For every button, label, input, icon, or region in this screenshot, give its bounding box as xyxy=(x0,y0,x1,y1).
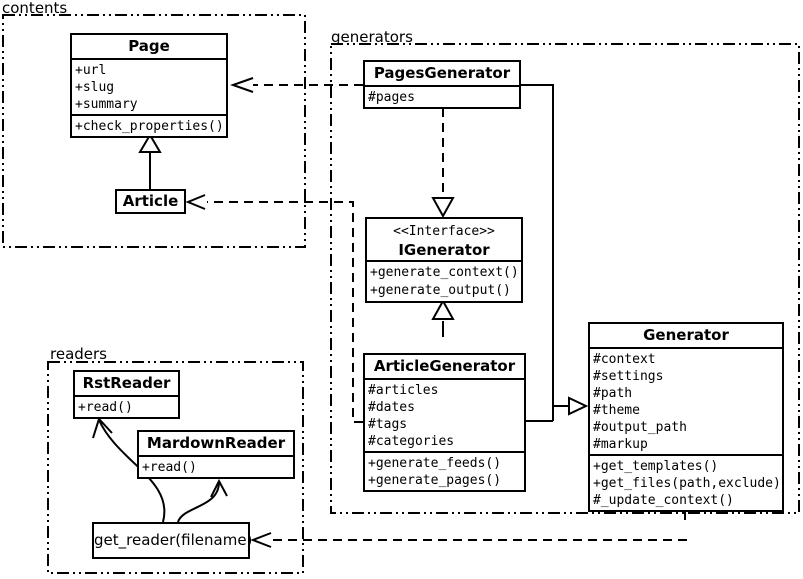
class-articlegenerator-methods: +generate_feeds() +generate_pages() xyxy=(365,451,524,490)
class-generator: Generator #context #settings #path #them… xyxy=(588,322,784,512)
class-generator-title: Generator xyxy=(643,326,729,344)
attribute: #categories xyxy=(368,434,455,449)
arrow-generators-extend-generator xyxy=(521,84,589,422)
package-readers-label: readers xyxy=(50,345,107,363)
class-rstreader-methods: +read() xyxy=(75,395,178,417)
method: +generate_pages() xyxy=(368,473,502,488)
package-generators-border xyxy=(330,43,800,514)
method: +get_templates() xyxy=(593,459,719,474)
package-generators-label: generators xyxy=(331,28,413,46)
attribute: +summary xyxy=(75,97,138,112)
class-generator-methods: +get_templates() +get_files(path,exclude… xyxy=(590,454,782,510)
method: +generate_context() xyxy=(370,265,519,280)
class-page-attributes: +url +slug +summary xyxy=(72,58,226,114)
class-page-methods: +check_properties() xyxy=(72,114,226,136)
attribute: +slug xyxy=(75,80,115,95)
class-igenerator-methods: +generate_context() +generate_output() xyxy=(367,260,521,301)
attribute: #context xyxy=(593,352,656,367)
package-contents-label: contents xyxy=(2,0,68,17)
class-igenerator-stereotype: <<Interface>> xyxy=(393,224,495,239)
class-articlegenerator: ArticleGenerator #articles #dates #tags … xyxy=(363,353,526,492)
attribute: +url xyxy=(75,63,107,78)
attribute: #markup xyxy=(593,437,648,452)
method: #_update_context() xyxy=(593,493,734,508)
attribute: #dates xyxy=(368,400,415,415)
class-article: Article xyxy=(115,189,186,214)
class-page: Page +url +slug +summary +check_properti… xyxy=(70,33,228,138)
method: +check_properties() xyxy=(75,119,224,134)
arrow-article-extends-page xyxy=(138,133,162,189)
arrow-articlegenerator-implements-igenerator xyxy=(431,298,455,337)
class-pagesgenerator-attributes: #pages xyxy=(365,85,519,107)
method: +generate_feeds() xyxy=(368,456,502,471)
arrow-articlegenerator-uses-article xyxy=(185,194,363,423)
class-mardownreader: MardownReader +read() xyxy=(137,430,295,479)
attribute: #output_path xyxy=(593,420,687,435)
arrow-pagesgenerator-uses-page xyxy=(229,77,363,93)
method: +read() xyxy=(142,460,197,475)
class-pagesgenerator-title: PagesGenerator xyxy=(373,64,511,82)
class-generator-attributes: #context #settings #path #theme #output_… xyxy=(590,347,782,454)
attribute: #path xyxy=(593,386,633,401)
arrow-pagesgenerator-implements-igenerator xyxy=(431,108,455,219)
function-get-reader: get_reader(filename) xyxy=(92,522,252,559)
class-page-title: Page xyxy=(128,37,170,55)
class-igenerator-title: IGenerator xyxy=(398,241,490,259)
class-pagesgenerator: PagesGenerator #pages xyxy=(363,60,521,109)
attribute: #theme xyxy=(593,403,640,418)
package-contents-border xyxy=(2,14,306,248)
class-igenerator: <<Interface>> IGenerator +generate_conte… xyxy=(365,217,523,303)
class-rstreader: RstReader +read() xyxy=(73,370,180,419)
arrow-getreader-to-mardownreader xyxy=(177,478,228,523)
attribute: #articles xyxy=(368,383,439,398)
attribute: #pages xyxy=(368,90,415,105)
class-mardownreader-methods: +read() xyxy=(139,455,293,477)
attribute: #tags xyxy=(368,417,408,432)
class-articlegenerator-attributes: #articles #dates #tags #categories xyxy=(365,378,524,451)
class-mardownreader-title: MardownReader xyxy=(146,434,286,452)
class-article-title: Article xyxy=(122,192,179,210)
attribute: #settings xyxy=(593,369,664,384)
method: +read() xyxy=(78,400,133,415)
class-rstreader-title: RstReader xyxy=(82,374,171,392)
method: +generate_output() xyxy=(370,283,511,298)
class-articlegenerator-title: ArticleGenerator xyxy=(373,357,516,375)
method: +get_files(path,exclude) xyxy=(593,476,781,491)
package-readers-border xyxy=(47,361,304,574)
